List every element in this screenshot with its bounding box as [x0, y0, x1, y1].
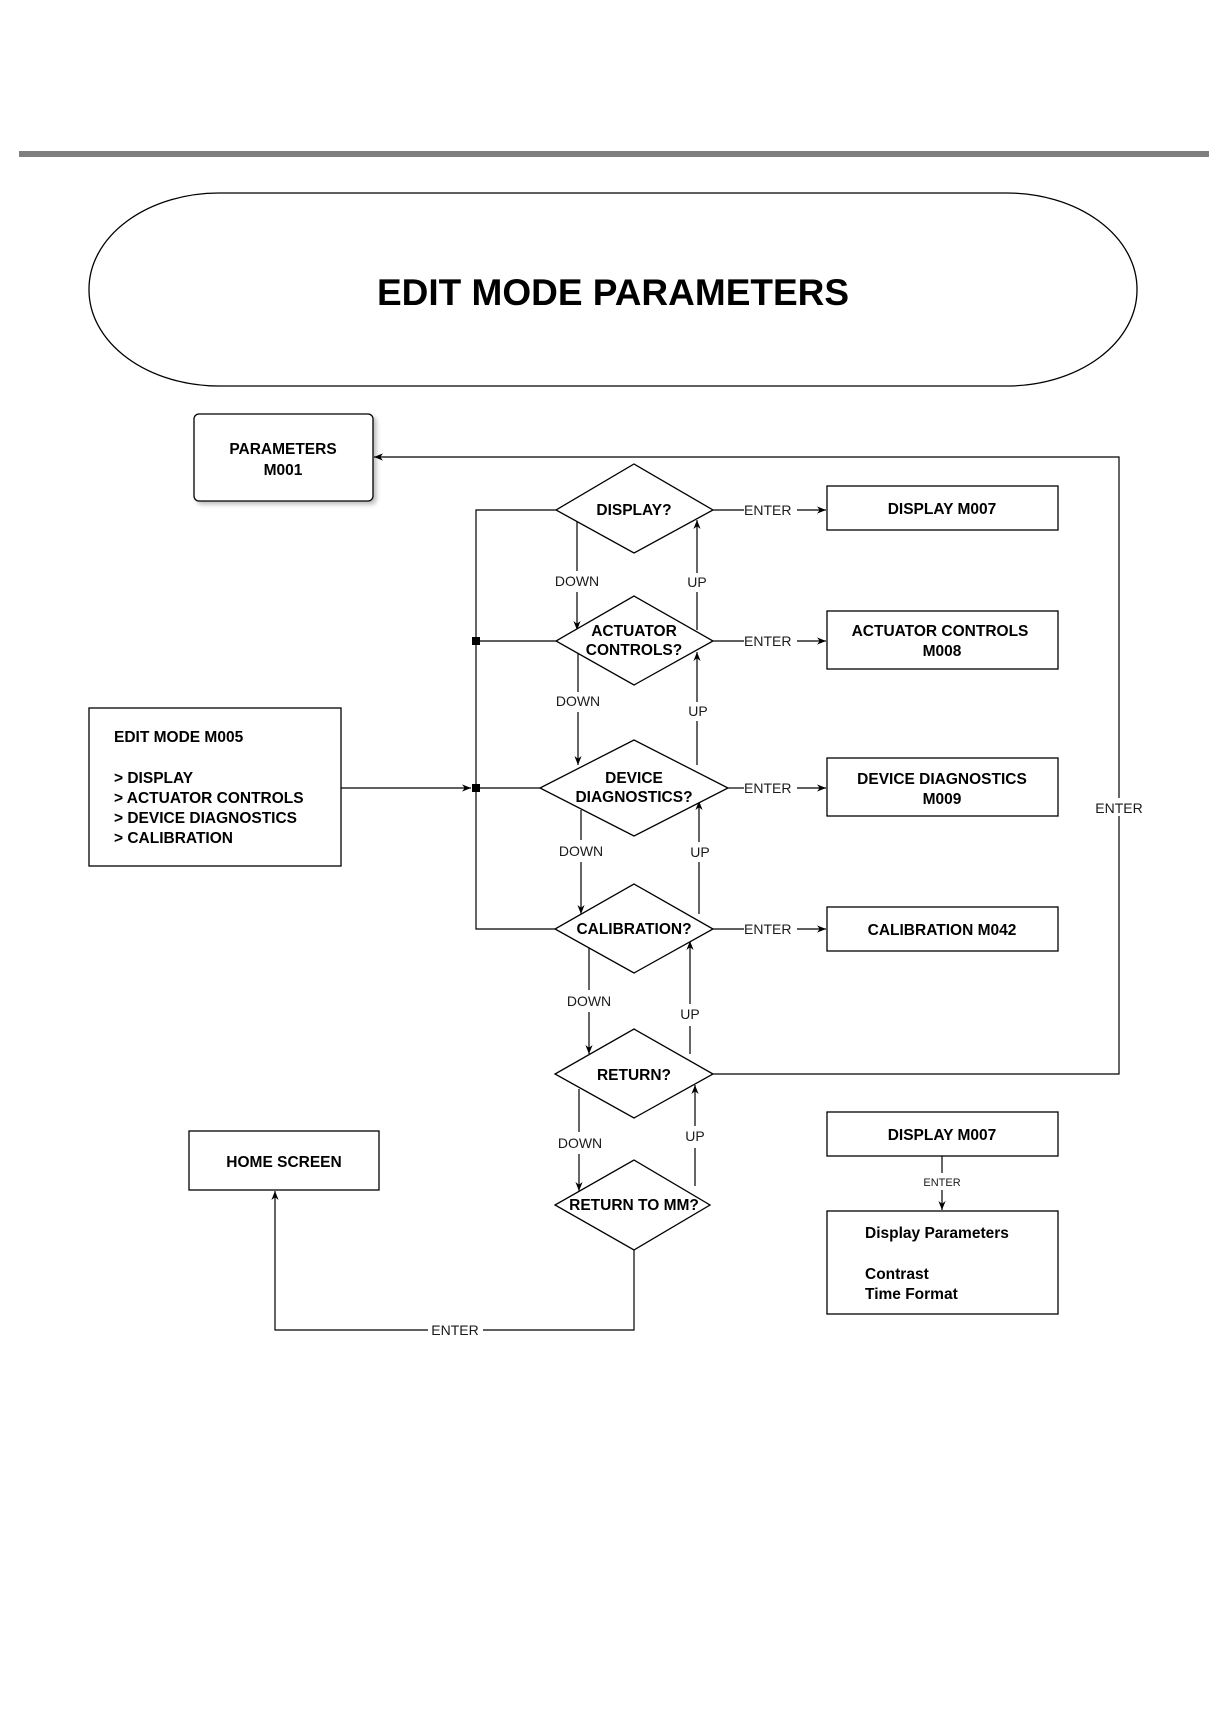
node-calibration-m042: CALIBRATION M042: [826, 906, 1059, 952]
svg-text:ACTUATOR CONTROLS: ACTUATOR CONTROLS: [852, 623, 1029, 640]
title-banner: EDIT MODE PARAMETERS: [88, 192, 1138, 387]
svg-text:HOME SCREEN: HOME SCREEN: [226, 1154, 341, 1171]
svg-text:> DEVICE DIAGNOSTICS: > DEVICE DIAGNOSTICS: [114, 810, 297, 827]
svg-text:DISPLAY?: DISPLAY?: [596, 502, 671, 519]
svg-text:DIAGNOSTICS?: DIAGNOSTICS?: [575, 789, 692, 806]
left-bus-line: [475, 509, 556, 930]
enter-label: ENTER: [1095, 800, 1142, 816]
svg-text:CALIBRATION?: CALIBRATION?: [576, 921, 691, 938]
enter-label: ENTER: [744, 921, 791, 937]
node-display-m007: DISPLAY M007: [826, 485, 1059, 531]
decision-return-to-mm: RETURN TO MM?: [553, 1159, 712, 1251]
down-label: DOWN: [556, 693, 600, 709]
svg-text:DISPLAY M007: DISPLAY M007: [888, 501, 997, 518]
svg-text:CONTROLS?: CONTROLS?: [586, 642, 682, 659]
down-label: DOWN: [567, 993, 611, 1009]
enter-label: ENTER: [744, 502, 791, 518]
page-title: EDIT MODE PARAMETERS: [377, 272, 849, 313]
decision-device-diagnostics: DEVICE DIAGNOSTICS?: [538, 739, 730, 837]
junction-dot: [472, 637, 480, 645]
node-display-parameters: Display Parameters Contrast Time Format: [826, 1210, 1059, 1315]
down-label: DOWN: [559, 843, 603, 859]
down-label: DOWN: [558, 1135, 602, 1151]
svg-text:DEVICE DIAGNOSTICS: DEVICE DIAGNOSTICS: [857, 771, 1027, 788]
up-label: UP: [688, 703, 707, 719]
svg-text:ACTUATOR: ACTUATOR: [591, 623, 677, 640]
svg-text:> DISPLAY: > DISPLAY: [114, 770, 194, 787]
connectors: [271, 453, 1120, 1331]
up-label: UP: [690, 844, 709, 860]
return-mm-line: [483, 1250, 635, 1331]
node-parameters: PARAMETERS M001: [193, 413, 374, 502]
svg-text:Contrast: Contrast: [865, 1266, 929, 1283]
up-label: UP: [680, 1006, 699, 1022]
enter-label: ENTER: [431, 1322, 478, 1338]
return-to-parameters-arrow: [374, 453, 1120, 1075]
decision-calibration: CALIBRATION?: [553, 883, 715, 974]
down-label: DOWN: [555, 573, 599, 589]
junction-dot: [472, 784, 480, 792]
svg-text:EDIT MODE M005: EDIT MODE M005: [114, 729, 244, 746]
svg-text:> CALIBRATION: > CALIBRATION: [114, 830, 233, 847]
node-actuator-controls-m008: ACTUATOR CONTROLS M008: [826, 610, 1059, 670]
svg-text:RETURN TO MM?: RETURN TO MM?: [569, 1197, 699, 1214]
node-home-screen: HOME SCREEN: [188, 1130, 380, 1191]
up-label: UP: [687, 574, 706, 590]
svg-text:DISPLAY M007: DISPLAY M007: [888, 1127, 997, 1144]
enter-label: ENTER: [923, 1177, 960, 1189]
decision-return: RETURN?: [553, 1028, 715, 1119]
svg-text:Display Parameters: Display Parameters: [865, 1225, 1009, 1242]
svg-text:M001: M001: [264, 462, 303, 479]
svg-text:DEVICE: DEVICE: [605, 770, 663, 787]
svg-text:CALIBRATION M042: CALIBRATION M042: [868, 922, 1017, 939]
edge-labels: ENTER ENTER ENTER ENTER ENTER ENTER ENTE…: [428, 502, 1150, 1338]
to-home-arrow: [271, 1191, 428, 1331]
node-edit-mode: EDIT MODE M005 > DISPLAY > ACTUATOR CONT…: [88, 707, 342, 867]
enter-label: ENTER: [744, 780, 791, 796]
svg-text:RETURN?: RETURN?: [597, 1067, 671, 1084]
decision-display: DISPLAY?: [554, 463, 715, 554]
node-device-diagnostics-m009: DEVICE DIAGNOSTICS M009: [826, 757, 1059, 817]
header-rule: [19, 151, 1209, 157]
svg-text:PARAMETERS: PARAMETERS: [229, 441, 336, 458]
node-display-m007-detail: DISPLAY M007: [826, 1111, 1059, 1157]
svg-text:Time Format: Time Format: [865, 1286, 958, 1303]
svg-text:> ACTUATOR CONTROLS: > ACTUATOR CONTROLS: [114, 790, 304, 807]
enter-label: ENTER: [744, 633, 791, 649]
svg-text:M008: M008: [923, 643, 962, 660]
up-label: UP: [685, 1128, 704, 1144]
decision-actuator-controls: ACTUATOR CONTROLS?: [554, 595, 715, 686]
svg-text:M009: M009: [923, 791, 962, 808]
